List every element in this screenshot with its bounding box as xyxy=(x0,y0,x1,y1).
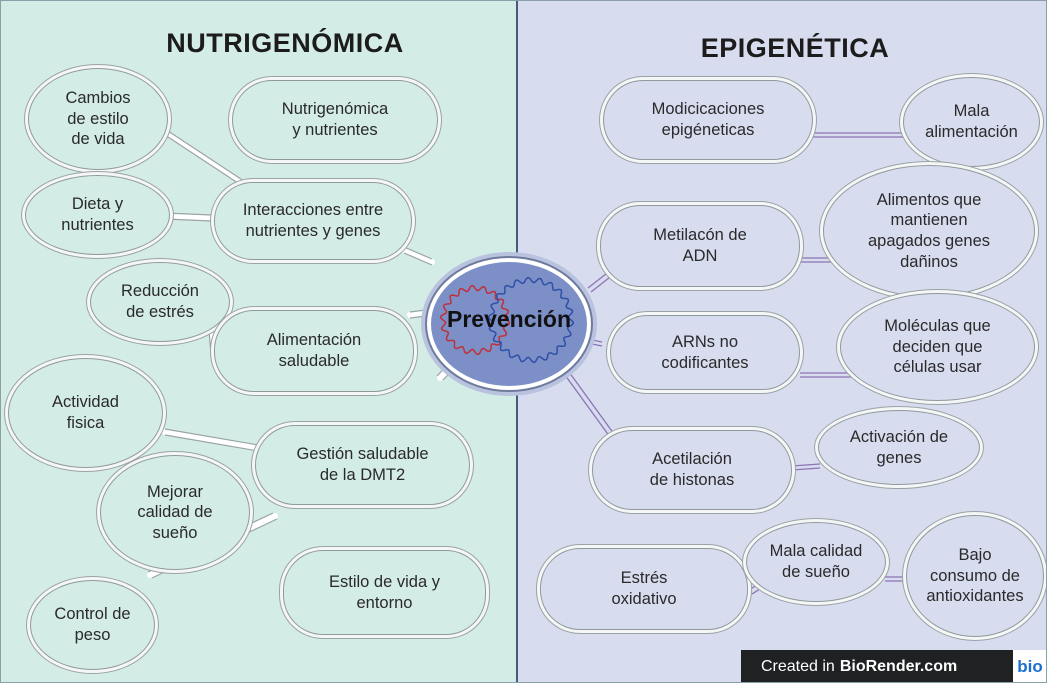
node-reduccion-estres: Reducción de estrés xyxy=(90,262,230,342)
node-gestion-dmt2: Gestión saludable de la DMT2 xyxy=(255,425,470,505)
node-alimentacion-saludable: Alimentación saludable xyxy=(214,310,414,392)
biorender-watermark: Created in BioRender.com bio xyxy=(741,650,1047,683)
node-bajo-consumo-antioxidantes: Bajo consumo de antioxidantes xyxy=(906,515,1044,637)
node-mala-alimentacion: Mala alimentación xyxy=(903,77,1040,167)
nutrigenomica-title: NUTRIGENÓMICA xyxy=(166,28,404,58)
node-acetilacion-histonas: Acetilación de histonas xyxy=(592,430,792,510)
biorender-logo-icon: bio xyxy=(1013,650,1047,683)
node-dieta-nutrientes: Dieta y nutrientes xyxy=(25,175,170,255)
epigenetica-title: EPIGENÉTICA xyxy=(700,33,890,63)
node-arns-no-codificantes: ARNs no codificantes xyxy=(610,315,800,390)
node-estres-oxidativo: Estrés oxidativo xyxy=(540,548,748,630)
prevencion-label: Prevención xyxy=(447,306,571,332)
node-mejorar-sueno: Mejorar calidad de sueño xyxy=(100,455,250,570)
gear-icon xyxy=(439,276,575,364)
node-actividad-fisica: Actividad fisica xyxy=(8,358,163,468)
node-interacciones: Interacciones entre nutrientes y genes xyxy=(214,182,412,260)
node-mala-calidad-sueno: Mala calidad de sueño xyxy=(746,522,886,602)
node-cambios-estilo-vida: Cambios de estilo de vida xyxy=(28,68,168,170)
node-estilo-entorno: Estilo de vida y entorno xyxy=(283,550,486,635)
watermark-prefix: Created in xyxy=(761,657,835,675)
node-control-peso: Control de peso xyxy=(30,580,155,670)
node-metilacion-adn: Metilacón de ADN xyxy=(600,205,800,287)
node-modificaciones-epigeneticas: Modicicaciones epigéneticas xyxy=(603,80,813,160)
watermark-brand: BioRender.com xyxy=(839,657,958,675)
node-alimentos-genes-daninos: Alimentos que mantienen apagados genes d… xyxy=(823,165,1035,297)
node-activacion-genes: Activación de genes xyxy=(818,410,980,485)
node-nutrigenomica-nutrientes: Nutrigenómica y nutrientes xyxy=(232,80,438,160)
node-moleculas-celulas: Moléculas que deciden que células usar xyxy=(840,293,1035,401)
